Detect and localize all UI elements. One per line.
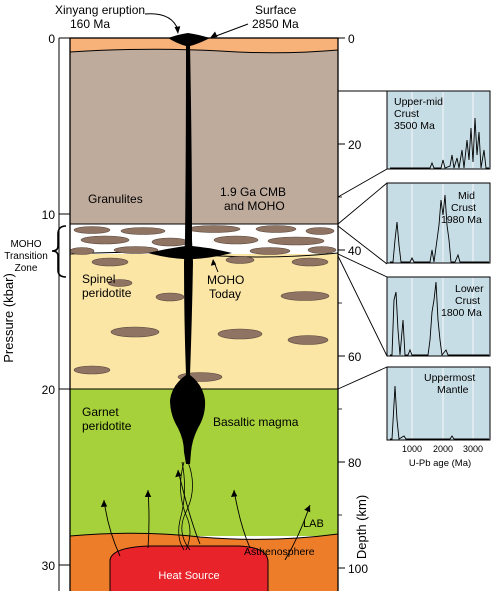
panel-3-line2: Crust: [455, 295, 480, 307]
magma-feeders: [178, 461, 193, 551]
age-tick-1000: 1000: [402, 444, 422, 454]
curve-mid-crust: [390, 194, 489, 263]
convection-arrowheads: [100, 470, 311, 513]
panel-4-line1: Uppermost: [424, 372, 475, 384]
pressure-tick-30: 30: [42, 559, 56, 573]
age-tick-2000: 2000: [433, 444, 453, 454]
spinel-label-2: peridotite: [82, 286, 132, 300]
panel-2-line3: 1980 Ma: [441, 214, 482, 226]
spinel-label-1: Spinel: [82, 272, 115, 286]
panel-3-line3: 1800 Ma: [441, 307, 482, 319]
moho-transition-label-2: Transition: [4, 251, 48, 262]
depth-axis-label: Depth (km): [354, 495, 369, 559]
panel-4-line2: Mantle: [437, 384, 469, 396]
eruption-age: 160 Ma: [70, 17, 110, 31]
granulite-layer: [70, 49, 338, 224]
age-tick-3000: 3000: [463, 444, 483, 454]
moho-transition-brace: [51, 225, 67, 278]
column-layers: [70, 38, 338, 591]
curve-upper-mid-crust: [390, 117, 489, 169]
panel-curves: [390, 117, 489, 440]
pressure-tick-10: 10: [42, 208, 56, 222]
eruption-label: Xinyang eruption: [55, 3, 145, 17]
pressure-tick-0: 0: [48, 32, 55, 46]
panel-1-line2: Crust: [394, 108, 419, 120]
lab-label: LAB: [303, 518, 324, 530]
depth-tick-60: 60: [348, 350, 362, 364]
magma-system: [148, 33, 232, 464]
panel-gridlines: [411, 92, 474, 439]
pressure-axis-label: Pressure (kbar): [1, 273, 16, 363]
moho-today-label-2: Today: [209, 287, 241, 301]
cmb-label-2: and MOHO: [224, 199, 285, 213]
depth-axis: 0 20 40 60 80 100 Depth (km): [337, 32, 369, 591]
garnet-layer: [70, 389, 338, 536]
cmb-label-1: 1.9 Ga CMB: [220, 185, 286, 199]
moho-today-pointer-head: [210, 259, 217, 266]
depth-tick-80: 80: [348, 456, 362, 470]
panel-2-line1: Mid: [458, 190, 475, 202]
panel-2-line2: Crust: [451, 202, 476, 214]
eruption-pointer-head: [174, 26, 181, 34]
granulites-label: Granulites: [88, 192, 143, 206]
heat-source-shape: [109, 545, 269, 591]
panel-1-line1: Upper-mid: [394, 96, 443, 108]
age-axis: 1000 2000 3000 U-Pb age (Ma): [402, 444, 483, 469]
garnet-label-1: Garnet: [82, 405, 119, 419]
surface-pointer: [215, 23, 249, 37]
depth-tick-100: 100: [348, 562, 368, 576]
pressure-axis: 0 10 20 30 Pressure (kbar): [1, 32, 70, 591]
eruption-crater: [168, 33, 210, 46]
depth-tick-20: 20: [348, 138, 362, 152]
heat-source-label: Heat Source: [158, 570, 219, 582]
surface-pointer-head: [210, 31, 218, 38]
age-axis-label: U-Pb age (Ma): [409, 458, 471, 469]
surface-age: 2850 Ma: [252, 17, 299, 31]
moho-today-label-1: MOHO: [207, 273, 244, 287]
magma-conduit: [184, 44, 193, 375]
spinel-layer: [70, 254, 338, 389]
garnet-label-2: peridotite: [82, 419, 132, 433]
curve-lower-crust: [390, 281, 489, 357]
panel-1-line3: 3500 Ma: [394, 120, 435, 132]
depth-tick-0: 0: [348, 32, 355, 46]
panel-3-line1: Lower: [455, 283, 484, 295]
moho-transition-label-3: Zone: [15, 263, 38, 274]
basaltic-magma-label: Basaltic magma: [213, 415, 299, 429]
asthenosphere-label: Asthenosphere: [244, 546, 315, 558]
eruption-pointer: [144, 13, 179, 31]
moho-magma-pond: [148, 246, 232, 259]
panel-connectors: [337, 90, 388, 390]
moho-transition-label-1: MOHO: [10, 239, 41, 250]
surface-label: Surface: [255, 3, 297, 17]
basaltic-magma-chamber: [170, 375, 206, 464]
depth-tick-40: 40: [348, 244, 362, 258]
xenoliths: [69, 225, 337, 382]
pressure-tick-20: 20: [42, 383, 56, 397]
curve-uppermost-mantle: [390, 385, 489, 440]
